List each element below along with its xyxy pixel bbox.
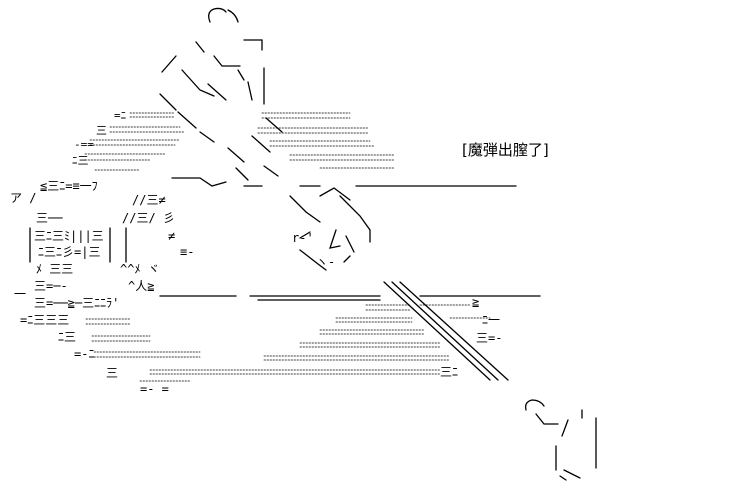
bottom-right-figure xyxy=(524,399,597,481)
svg-text:ﾆ三: ﾆ三 xyxy=(72,154,89,167)
svg-text:≡-: ≡- xyxy=(180,245,194,259)
middle-hand-glyphs: r-' ヽ- xyxy=(292,231,335,269)
svg-text:ア /: ア / xyxy=(10,191,36,205)
svg-text:三=──≧─三ﾆﾆﾗ': 三=──≧─三ﾆﾆﾗ' xyxy=(34,296,119,310)
svg-text:一: 一 xyxy=(14,287,26,301)
svg-text:ﾆ三: ﾆ三 xyxy=(58,330,76,344)
svg-text:≦三ﾆ=≡一ﾌ: ≦三ﾆ=≡一ﾌ xyxy=(40,179,98,193)
svg-text:^^ﾒ ヾ: ^^ﾒ ヾ xyxy=(120,262,160,276)
caption-label: [魔弾出膣了] xyxy=(462,141,549,159)
svg-text://三≠: //三≠ xyxy=(132,193,166,207)
middle-hand-lines xyxy=(289,187,371,271)
svg-text:^人≧: ^人≧ xyxy=(128,279,154,293)
svg-text:三=-: 三=- xyxy=(476,331,502,345)
svg-text:三: 三 xyxy=(106,366,118,380)
lower-shading xyxy=(85,304,491,382)
svg-text:三ﾆ: 三ﾆ xyxy=(440,365,458,379)
svg-text:≧: ≧ xyxy=(472,295,479,309)
svg-text:ﾆ一: ﾆ一 xyxy=(482,313,500,327)
left-figure-lines xyxy=(29,177,263,263)
svg-text:ﾆ三ﾆ彡=|三: ﾆ三ﾆ彡=|三 xyxy=(38,245,100,259)
svg-text:=- =: =- = xyxy=(140,382,169,396)
svg-text:三: 三 xyxy=(96,124,107,137)
lower-right-glyphs: ≧ ﾆ一 三=- 三ﾆ xyxy=(440,295,502,379)
svg-text:三=─‐: 三=─‐ xyxy=(34,279,68,293)
svg-text:ヽ-: ヽ- xyxy=(316,255,335,269)
svg-text:三──: 三── xyxy=(36,211,63,225)
upper-figure-lines xyxy=(159,7,283,181)
horizontal-strokes xyxy=(159,185,541,301)
svg-text:r-': r-' xyxy=(292,231,314,245)
svg-text:三ﾆ三ﾐ|||三: 三ﾆ三ﾐ|||三 xyxy=(34,229,104,243)
svg-text:ﾒ 三三: ﾒ 三三 xyxy=(36,262,73,276)
svg-text:-==: -== xyxy=(74,138,94,151)
svg-text:=-ﾆ: =-ﾆ xyxy=(74,347,94,361)
svg-text:=ﾆ: =ﾆ xyxy=(114,109,126,122)
diagonal-streak xyxy=(383,281,509,381)
left-hatching-glyphs: =ﾆ 三 -== ﾆ三 ≦三ﾆ=≡一ﾌ 三── //三/ 彡 //三≠ 三ﾆ三ﾐ… xyxy=(10,109,194,396)
svg-text://三/ 彡: //三/ 彡 xyxy=(122,211,175,225)
svg-text:≠: ≠ xyxy=(168,229,175,243)
svg-text:=ﾆ三三三: =ﾆ三三三 xyxy=(20,313,69,327)
upper-shading xyxy=(84,112,396,171)
